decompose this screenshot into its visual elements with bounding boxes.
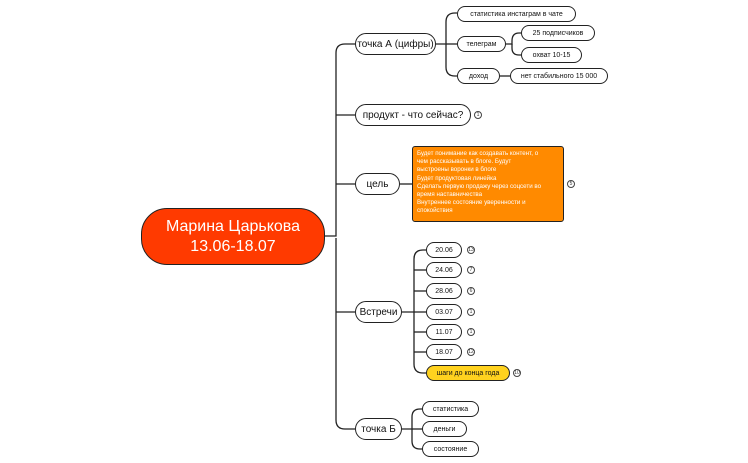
comment-count-badge[interactable]: 1 xyxy=(467,328,475,336)
meeting-date: 28.06 xyxy=(435,287,453,295)
meeting-date: 20.06 xyxy=(435,246,453,254)
meeting-item[interactable]: 24.06 xyxy=(426,262,462,278)
goal-note-line: Сделать первую продажу через соцсети во xyxy=(417,182,542,190)
comment-count-badge[interactable]: 6 xyxy=(467,287,475,295)
central-topic-dates: 13.06-18.07 xyxy=(190,237,276,255)
topic-point-b-state[interactable]: состояние xyxy=(422,441,479,457)
topic-income-value-label: нет стабильного 15 000 xyxy=(520,72,598,80)
topic-point-b-state-label: состояние xyxy=(433,445,468,453)
meeting-item[interactable]: 20.06 xyxy=(426,242,462,258)
topic-telegram-subscribers[interactable]: 25 подписчиков xyxy=(521,25,595,41)
topic-telegram-subscribers-label: 25 подписчиков xyxy=(532,29,584,37)
central-topic[interactable]: Марина Царькова 13.06-18.07 xyxy=(141,208,325,265)
topic-point-b-statistics-label: статистика xyxy=(432,405,469,413)
goal-note-line: Будет продуктовая линейка xyxy=(417,174,497,182)
topic-meetings-label: Встречи xyxy=(359,306,398,318)
topic-point-b[interactable]: точка Б xyxy=(355,418,402,440)
goal-note-line: Будет понимание как создавать контент, о xyxy=(417,150,539,157)
topic-instagram-stats[interactable]: статистика инстаграм в чате xyxy=(457,6,576,22)
goal-note-line: Внутреннее состояние уверенности и xyxy=(417,199,526,207)
topic-point-b-money[interactable]: деньги xyxy=(422,421,467,437)
topic-meetings[interactable]: Встречи xyxy=(355,301,402,323)
comment-count-badge[interactable]: 1 xyxy=(474,111,482,119)
central-topic-name: Марина Царькова xyxy=(165,217,301,235)
goal-note-line: время наставничества xyxy=(417,191,483,199)
topic-point-a[interactable]: точка А (цифры) xyxy=(355,33,436,55)
topic-steps-to-year-end-label: шаги до конца года xyxy=(436,369,500,377)
topic-telegram[interactable]: телеграм xyxy=(457,36,506,52)
topic-point-a-label: точка А (цифры) xyxy=(357,38,434,50)
goal-note-line: выстроены воронки в блоге xyxy=(417,166,497,174)
topic-income-value[interactable]: нет стабильного 15 000 xyxy=(510,68,608,84)
meeting-date: 11.07 xyxy=(435,328,453,336)
goal-note-line: чем рассказывать в блоге. Будут xyxy=(417,158,512,166)
meeting-date: 18.07 xyxy=(435,348,453,356)
topic-steps-to-year-end[interactable]: шаги до конца года xyxy=(426,365,510,381)
topic-telegram-reach-label: охват 10-15 xyxy=(532,51,571,59)
topic-product-label: продукт - что сейчас? xyxy=(362,109,464,121)
comment-count-badge[interactable]: 12 xyxy=(467,348,475,356)
meeting-item[interactable]: 18.07 xyxy=(426,344,462,360)
meeting-item[interactable]: 11.07 xyxy=(426,324,462,340)
topic-goal-label: цель xyxy=(366,178,389,190)
topic-product[interactable]: продукт - что сейчас? xyxy=(355,104,471,126)
comment-count-badge[interactable]: 13 xyxy=(467,246,475,254)
goal-note-line: спокойствия xyxy=(417,207,453,215)
topic-telegram-label: телеграм xyxy=(466,40,497,48)
comment-count-badge[interactable]: 10 xyxy=(513,369,521,377)
meeting-date: 24.06 xyxy=(435,266,453,274)
comment-count-badge[interactable]: 5 xyxy=(567,180,575,188)
comment-count-badge[interactable]: 1 xyxy=(467,308,475,316)
topic-point-b-label: точка Б xyxy=(361,423,396,435)
topic-income[interactable]: доход xyxy=(457,68,500,84)
meeting-date: 03.07 xyxy=(435,308,453,316)
topic-instagram-stats-label: статистика инстаграм в чате xyxy=(470,10,563,18)
topic-point-b-statistics[interactable]: статистика xyxy=(422,401,479,417)
topic-telegram-reach[interactable]: охват 10-15 xyxy=(521,47,582,63)
meeting-item[interactable]: 03.07 xyxy=(426,304,462,320)
comment-count-badge[interactable]: 7 xyxy=(467,266,475,274)
topic-point-b-money-label: деньги xyxy=(433,425,456,433)
topic-goal[interactable]: цель xyxy=(355,173,400,195)
meeting-item[interactable]: 28.06 xyxy=(426,283,462,299)
goal-note[interactable]: Будет понимание как создавать контент, о… xyxy=(412,146,564,222)
topic-income-label: доход xyxy=(468,72,489,80)
